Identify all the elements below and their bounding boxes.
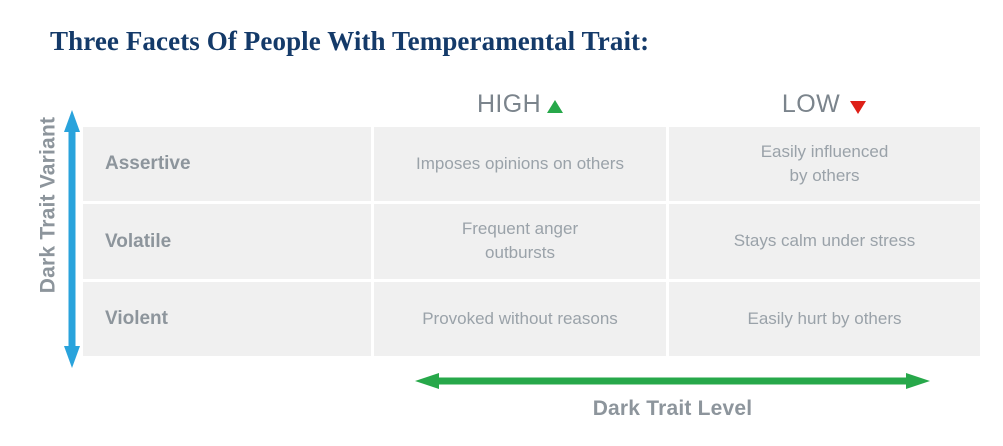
- table-row: Assertive Imposes opinions on others Eas…: [83, 127, 980, 202]
- row-label: Volatile: [83, 204, 371, 279]
- trait-matrix: Assertive Imposes opinions on others Eas…: [83, 127, 980, 356]
- table-row: Violent Provoked without reasons Easily …: [83, 281, 980, 356]
- vertical-axis: Dark Trait Variant: [18, 110, 80, 368]
- page-title: Three Facets Of People With Temperamenta…: [50, 26, 650, 56]
- column-header-high: HIGH: [375, 89, 665, 119]
- column-header-low-label: LOW: [781, 89, 841, 118]
- column-header-high-label: HIGH: [476, 89, 542, 118]
- row-high-cell: Provoked without reasons: [374, 281, 666, 356]
- triangle-up-green-icon: [547, 99, 564, 113]
- row-low-cell: Easily hurt by others: [669, 281, 980, 356]
- column-header-low: LOW: [668, 89, 980, 119]
- horizontal-double-arrow-icon: [415, 370, 930, 392]
- triangle-down-red-icon: [850, 100, 867, 114]
- row-high-cell: Imposes opinions on others: [374, 127, 666, 202]
- vertical-axis-label: Dark Trait Variant: [36, 116, 60, 294]
- row-label: Assertive: [83, 127, 371, 202]
- vertical-double-arrow-icon: [62, 110, 82, 368]
- row-label: Violent: [83, 281, 371, 356]
- horizontal-axis-label: Dark Trait Level: [592, 397, 753, 420]
- row-low-cell: Stays calm under stress: [669, 204, 980, 279]
